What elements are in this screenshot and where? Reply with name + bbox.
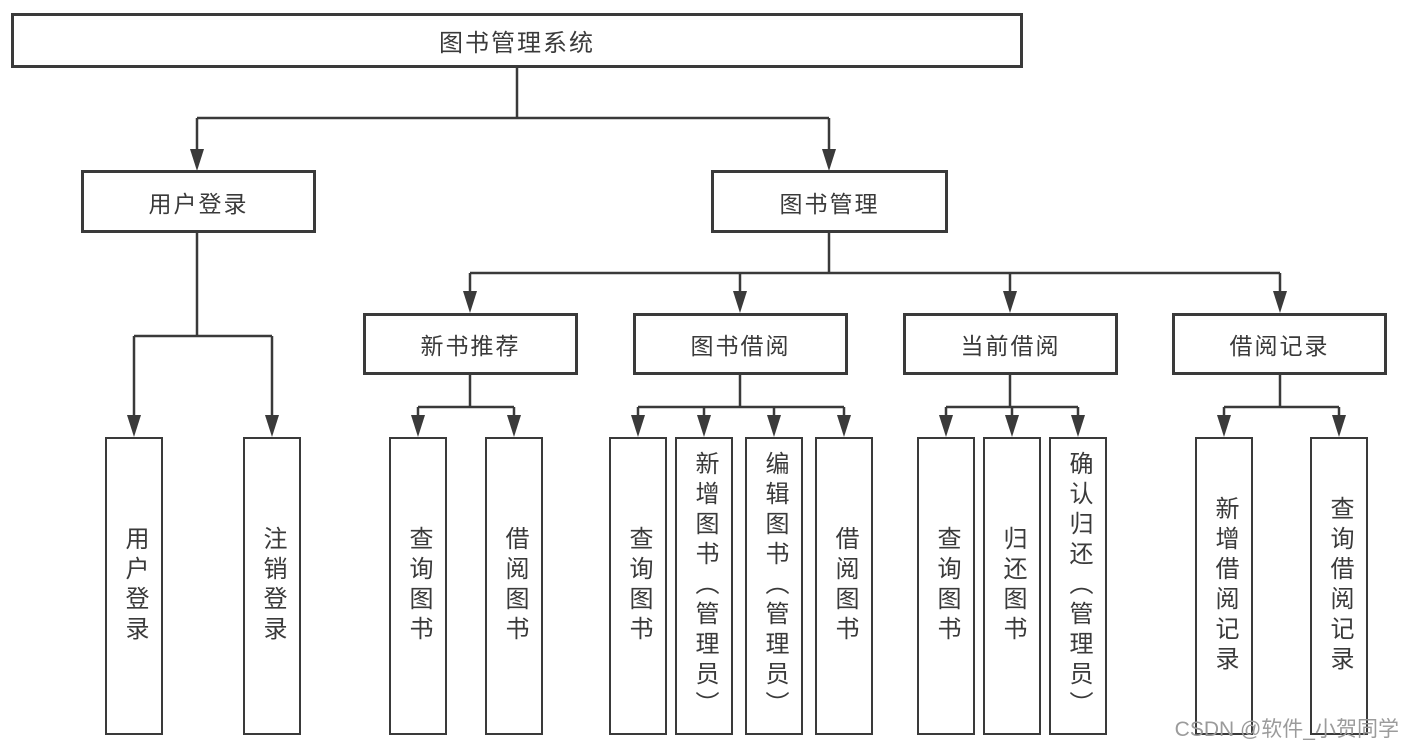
leaf-label: 查询图书 <box>405 526 432 646</box>
connector-root-to-level2 <box>190 68 836 171</box>
node-label: 图书管理 <box>779 190 880 217</box>
leaf-logout: 注销登录 <box>243 437 301 735</box>
leaf-borrow-books-recommend: 借阅图书 <box>485 437 543 735</box>
leaf-label: 借阅图书 <box>831 526 858 646</box>
node-label: 图书借阅 <box>690 333 791 359</box>
leaf-borrow-books: 借阅图书 <box>815 437 873 735</box>
node-label: 借阅记录 <box>1229 333 1330 359</box>
connector-new-book-to-leaves <box>411 375 521 437</box>
leaf-label: 编辑图书（管理员） <box>761 451 788 721</box>
leaf-query-borrow-record: 查询借阅记录 <box>1310 437 1368 735</box>
leaf-edit-books-admin: 编辑图书（管理员） <box>745 437 803 735</box>
leaf-add-books-admin: 新增图书（管理员） <box>675 437 733 735</box>
connector-current-borrow-to-leaves <box>939 375 1085 437</box>
node-current-borrow: 当前借阅 <box>903 313 1118 375</box>
connector-book-borrow-to-leaves <box>631 375 851 437</box>
leaf-label: 归还图书 <box>999 526 1026 646</box>
leaf-label: 借阅图书 <box>501 526 528 646</box>
leaf-label: 确认归还（管理员） <box>1065 451 1092 721</box>
node-label: 新书推荐 <box>420 333 521 359</box>
leaf-label: 新增借阅记录 <box>1211 496 1238 676</box>
leaf-label: 新增图书（管理员） <box>691 451 718 721</box>
node-book-borrow: 图书借阅 <box>633 313 848 375</box>
leaf-user-login: 用户登录 <box>105 437 163 735</box>
leaf-label: 查询图书 <box>933 526 960 646</box>
leaf-label: 查询借阅记录 <box>1326 496 1353 676</box>
node-label: 图书管理系统 <box>439 30 595 57</box>
node-label: 当前借阅 <box>960 333 1061 359</box>
leaf-label: 用户登录 <box>121 526 148 646</box>
connector-user-login-to-leaves <box>127 233 279 437</box>
node-library-management-system: 图书管理系统 <box>11 13 1023 68</box>
node-label: 用户登录 <box>148 190 249 217</box>
leaf-query-books-current: 查询图书 <box>917 437 975 735</box>
leaf-label: 注销登录 <box>259 526 286 646</box>
node-user-login: 用户登录 <box>81 170 316 233</box>
csdn-watermark: CSDN @软件_小贺同学 <box>1174 718 1399 741</box>
leaf-return-books: 归还图书 <box>983 437 1041 735</box>
connector-borrow-records-to-leaves <box>1217 375 1346 437</box>
leaf-confirm-return-admin: 确认归还（管理员） <box>1049 437 1107 735</box>
leaf-add-borrow-record: 新增借阅记录 <box>1195 437 1253 735</box>
node-new-book-recommend: 新书推荐 <box>363 313 578 375</box>
node-book-management: 图书管理 <box>711 170 948 233</box>
leaf-query-books-recommend: 查询图书 <box>389 437 447 735</box>
connector-book-management-to-level3 <box>463 233 1287 313</box>
node-borrow-records: 借阅记录 <box>1172 313 1387 375</box>
leaf-query-books-borrow: 查询图书 <box>609 437 667 735</box>
leaf-label: 查询图书 <box>625 526 652 646</box>
